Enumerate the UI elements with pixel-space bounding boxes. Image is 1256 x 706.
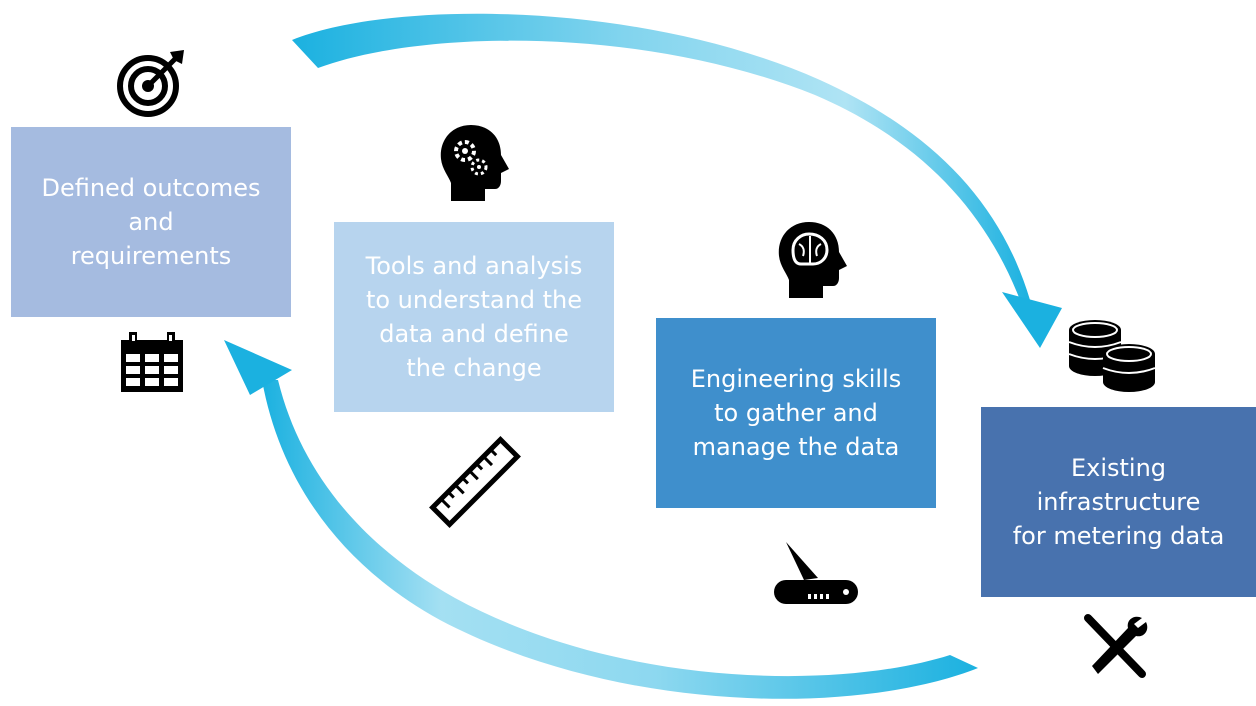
target-icon [117, 50, 184, 117]
bottom-arrowhead [224, 340, 292, 395]
coins-icon [1068, 320, 1156, 392]
ruler-icon [429, 436, 521, 528]
existing-infrastructure-box: Existing infrastructure for metering dat… [981, 407, 1256, 597]
gears-head-icon [440, 125, 509, 201]
existing-infrastructure-label: Existing infrastructure for metering dat… [1012, 454, 1225, 550]
defined-outcomes-label: Defined outcomes and requirements [41, 174, 261, 270]
tools-analysis-label: Tools and analysis to understand the dat… [365, 252, 583, 382]
engineering-skills-box: Engineering skills to gather and manage … [656, 318, 936, 508]
defined-outcomes-box: Defined outcomes and requirements [11, 127, 291, 317]
pocket-knife-icon [774, 542, 858, 604]
calendar-icon [121, 332, 183, 392]
bottom-arrow [262, 380, 978, 699]
wrench-screwdriver-icon [1084, 614, 1148, 678]
tools-analysis-box: Tools and analysis to understand the dat… [334, 222, 614, 412]
top-arrow [292, 13, 1030, 300]
brain-head-icon [778, 222, 847, 298]
top-arrowhead [1002, 292, 1062, 348]
engineering-skills-label: Engineering skills to gather and manage … [690, 365, 902, 461]
